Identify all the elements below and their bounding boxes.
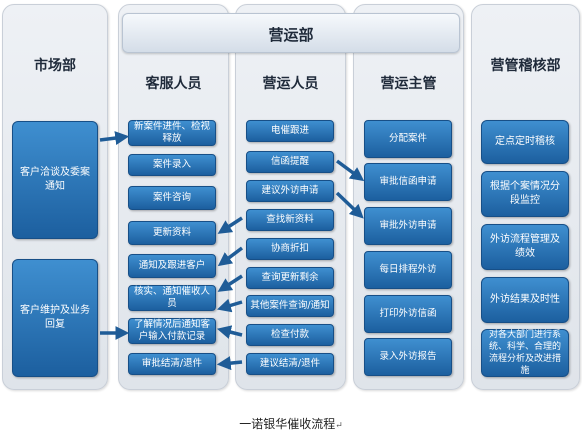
diagram-caption: 一诺银华催收流程↵ (0, 415, 582, 432)
ops-department-title: 营运部 (268, 26, 314, 44)
caption-text: 一诺银华催收流程 (239, 417, 336, 431)
ops-staff-box-other-cases: 其他案件查询/通知 (246, 295, 334, 317)
arrow-staff-to-service-5 (216, 325, 243, 339)
caption-return-mark: ↵ (335, 421, 343, 431)
ops-department-banner: 营运部 (122, 13, 460, 53)
service-box-entry: 案件录入 (128, 154, 216, 176)
ops-lead-column-title: 营运主管 (380, 76, 437, 92)
ops-lead-box-approve-letter: 审批信函申请 (364, 163, 452, 201)
ops-lead-box-schedule: 每日排程外访 (364, 251, 452, 289)
audit-box-visit-management: 外访流程管理及绩效 (481, 224, 569, 270)
service-column-title: 客服人员 (145, 76, 202, 92)
audit-box-fixed-audit: 定点定时稽核 (481, 120, 569, 164)
ops-lead-box-approve-visit: 审批外访申请 (364, 207, 452, 245)
ops-staff-column-title: 营运人员 (262, 76, 319, 92)
service-box-update: 更新资料 (128, 221, 216, 245)
ops-lead-box-print-letter: 打印外访信函 (364, 295, 452, 333)
ops-lead-box-visit-report: 录入外访报告 (364, 338, 452, 376)
ops-staff-box-letter: 信函提醒 (246, 151, 334, 173)
ops-staff-box-balance: 查询更新剩余 (246, 267, 334, 289)
ops-staff-box-discount: 协商折扣 (246, 238, 334, 260)
ops-staff-box-visit-request: 建议外访申请 (246, 180, 334, 202)
audit-box-visit-timeliness: 外访结果及时性 (481, 277, 569, 323)
service-box-consult: 案件咨询 (128, 186, 216, 210)
ops-staff-box-phone: 电催跟进 (246, 120, 334, 142)
service-box-payment-record: 了解情况后通知客户输入付款记录 (128, 318, 216, 344)
ops-staff-box-suggest-close: 建议结清/退件 (246, 353, 334, 375)
arrow-staff-to-service-4 (216, 298, 243, 313)
service-box-verify: 核实、通知催收人员 (128, 285, 216, 311)
market-box-maintenance: 客户维护及业务回复 (12, 259, 98, 377)
ops-staff-box-find-info: 查找新资料 (246, 209, 334, 231)
service-box-notify: 通知及跟进客户 (128, 254, 216, 278)
audit-box-process-analysis: 对各大部门进行系统、科学、合理的流程分析及改进措施 (481, 329, 569, 377)
ops-lead-box-assign: 分配案件 (364, 120, 452, 158)
market-box-negotiation: 客户洽谈及委案通知 (12, 121, 98, 239)
ops-staff-box-check-payment: 检查付款 (246, 324, 334, 346)
arrow-staff-to-service-1 (217, 216, 243, 234)
service-box-approve-close: 审批结清/退件 (128, 353, 216, 375)
arrow-staff-to-service-3 (217, 274, 243, 292)
audit-box-case-monitor: 根据个案情况分段监控 (481, 171, 569, 217)
service-box-intake: 新案件进件、检视释放 (128, 120, 216, 146)
arrow-staff-to-service-6 (216, 356, 243, 371)
arrow-market-to-service-1 (99, 131, 130, 146)
arrow-letter-to-lead (335, 159, 365, 182)
arrow-visit-to-lead (335, 191, 364, 219)
market-column-title: 市场部 (34, 58, 76, 74)
audit-column-title: 营管稽核部 (490, 58, 561, 74)
arrow-staff-to-service-2 (217, 246, 244, 267)
